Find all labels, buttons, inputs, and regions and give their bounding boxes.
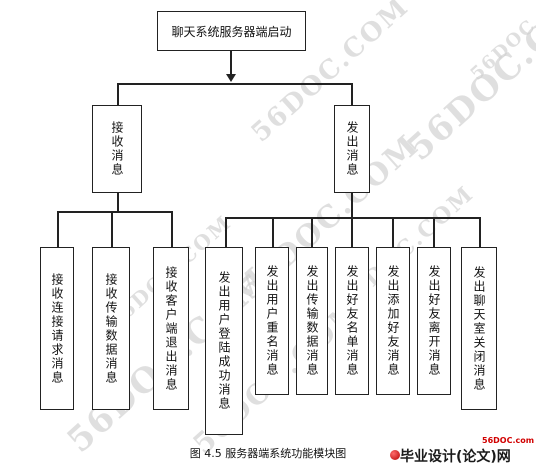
connector [117, 83, 119, 105]
leaf-node: 发出用户登陆成功消息 [205, 247, 243, 435]
leaf-node: 发出用户重名消息 [255, 247, 289, 395]
connector [225, 217, 480, 219]
connector [230, 51, 232, 79]
leaf-node: 接收传输数据消息 [92, 247, 130, 410]
leaf-label: 发出用户登陆成功消息 [217, 271, 231, 411]
connector [433, 217, 435, 247]
connector [111, 211, 113, 247]
logo-big-text: 毕业设计(论文)网 [400, 449, 511, 465]
connector [351, 217, 353, 247]
leaf-node: 发出传输数据消息 [296, 247, 328, 395]
connector [272, 217, 274, 247]
leaf-label: 发出聊天室关闭消息 [472, 265, 486, 392]
connector [57, 211, 172, 213]
leaf-node: 发出好友离开消息 [417, 247, 451, 395]
leaf-node: 发出好友名单消息 [335, 247, 369, 395]
root-node-label: 聊天系统服务器端启动 [171, 24, 292, 39]
connector [117, 83, 352, 85]
arrow-head [226, 74, 236, 82]
receive-node-label: 接收消息 [110, 121, 124, 177]
connector [117, 193, 119, 212]
leaf-node: 接收连接请求消息 [40, 247, 74, 410]
connector [225, 217, 227, 247]
connector [311, 217, 313, 247]
leaf-label: 发出传输数据消息 [305, 265, 319, 377]
connector [57, 211, 59, 247]
leaf-label: 接收连接请求消息 [50, 272, 64, 385]
root-node: 聊天系统服务器端启动 [157, 11, 306, 51]
leaf-label: 接收客户端退出消息 [164, 265, 178, 392]
figure-caption: 图 4.5 服务器端系统功能模块图 [189, 447, 347, 460]
leaf-label: 发出添加好友消息 [386, 265, 400, 377]
leaf-label: 发出好友离开消息 [427, 265, 441, 377]
connector [351, 83, 353, 105]
logo-mark-icon [390, 450, 400, 460]
site-logo: 56DOC.com 毕业设计(论文)网 [390, 436, 536, 465]
connector [479, 217, 481, 247]
send-node: 发出消息 [334, 105, 370, 193]
receive-node: 接收消息 [92, 105, 142, 193]
leaf-node: 接收客户端退出消息 [153, 247, 189, 410]
logo-small-text: 56DOC.com [482, 436, 535, 445]
leaf-label: 发出好友名单消息 [345, 265, 359, 377]
leaf-label: 接收传输数据消息 [104, 272, 118, 385]
leaf-node: 发出聊天室关闭消息 [461, 247, 497, 410]
leaf-node: 发出添加好友消息 [376, 247, 410, 395]
send-node-label: 发出消息 [345, 121, 359, 177]
connector [351, 193, 353, 218]
connector [392, 217, 394, 247]
leaf-label: 发出用户重名消息 [265, 265, 279, 377]
connector [171, 211, 173, 247]
